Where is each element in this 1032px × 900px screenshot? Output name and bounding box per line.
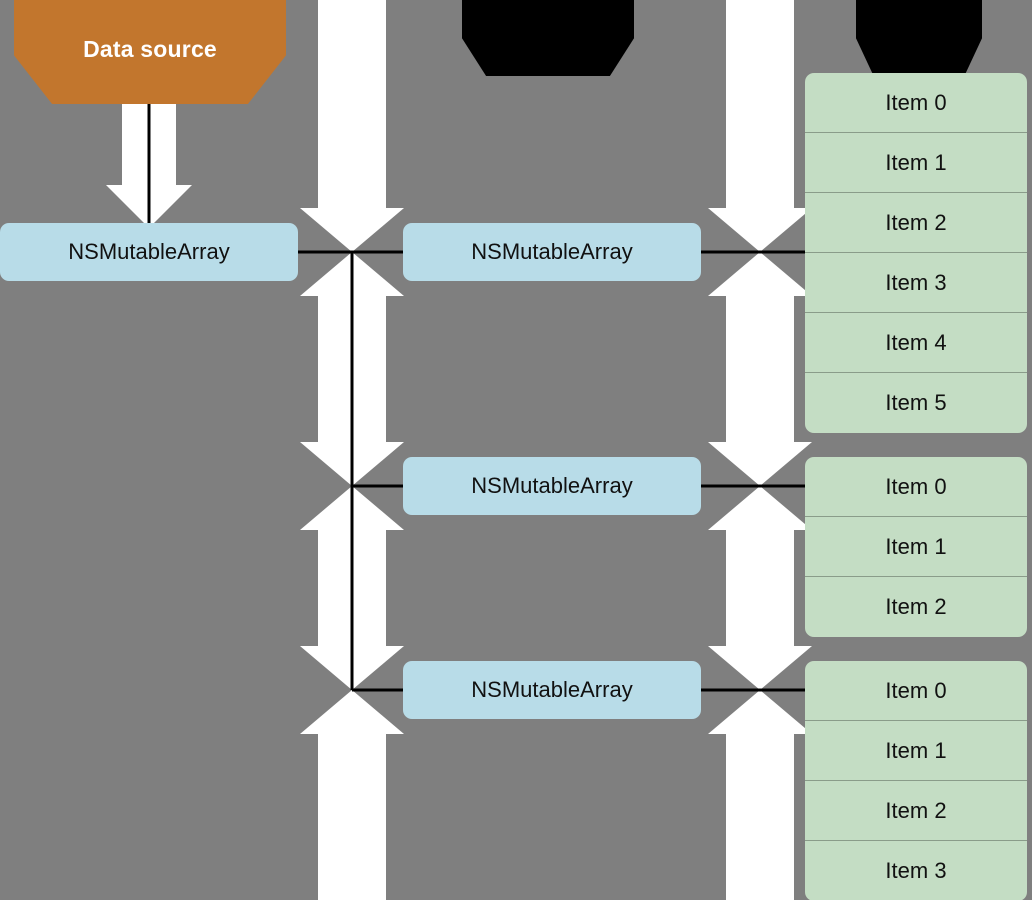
list-item[interactable]: Item 1	[805, 133, 1027, 193]
list-item[interactable]: Item 0	[805, 661, 1027, 721]
array-box-label: NSMutableArray	[471, 473, 633, 498]
list-item[interactable]: Item 1	[805, 517, 1027, 577]
connector-band-right	[708, 0, 812, 900]
item-group-section-2: Item 0 Item 1 Item 2	[805, 457, 1027, 637]
array-box-label: NSMutableArray	[471, 239, 633, 264]
list-item[interactable]: Item 0	[805, 73, 1027, 133]
list-item[interactable]: Item 2	[805, 193, 1027, 253]
array-box-section-1[interactable]: NSMutableArray	[403, 223, 701, 281]
item-group-section-3: Item 0 Item 1 Item 2 Item 3	[805, 661, 1027, 900]
array-box-data-source[interactable]: NSMutableArray	[0, 223, 298, 281]
item-group-section-1: Item 0 Item 1 Item 2 Item 3 Item 4 Item …	[805, 73, 1027, 433]
list-item[interactable]: Item 3	[805, 253, 1027, 313]
array-box-label: NSMutableArray	[68, 239, 230, 264]
list-item[interactable]: Item 3	[885, 858, 947, 883]
header-data-source-label: Data source	[83, 35, 217, 62]
list-item[interactable]: Item 4	[805, 313, 1027, 373]
array-box-section-3[interactable]: NSMutableArray	[403, 661, 701, 719]
array-box-label: NSMutableArray	[471, 677, 633, 702]
header-items-label: Items	[888, 49, 950, 75]
header-items: Items	[856, 0, 982, 76]
list-item[interactable]: Item 1	[805, 721, 1027, 781]
list-item[interactable]: Item 2	[885, 594, 947, 619]
array-box-section-2[interactable]: NSMutableArray	[403, 457, 701, 515]
header-sections: Sections	[462, 0, 634, 76]
list-item[interactable]: Item 2	[805, 781, 1027, 841]
header-data-source: Data source	[14, 0, 286, 104]
header-sections-label: Sections	[499, 49, 597, 75]
list-item[interactable]: Item 5	[885, 390, 947, 415]
list-item[interactable]: Item 0	[805, 457, 1027, 517]
